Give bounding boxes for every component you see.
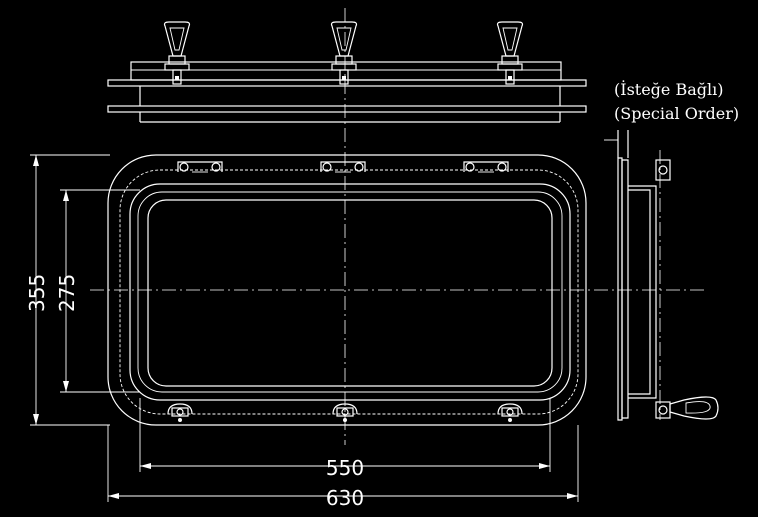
special-order-note-line1: (İsteğe Bağlı): [614, 79, 723, 99]
dimension-355: [30, 154, 110, 426]
side-view: [604, 130, 719, 421]
dimension-550: [139, 398, 551, 472]
top-handle-left: [163, 21, 191, 85]
hinge-bracket-center: [320, 161, 366, 173]
outer-frame: [107, 154, 587, 426]
top-handle-center: [330, 21, 358, 85]
dimension-355-label: 355: [25, 274, 49, 312]
glass-pane: [147, 199, 553, 387]
special-order-note-line2: (Special Order): [614, 104, 739, 123]
bottom-latch-right: [497, 403, 523, 422]
frame-dashed-outline: [119, 169, 579, 415]
dimension-630: [107, 425, 579, 502]
dimension-550-label: 550: [326, 456, 364, 480]
top-handle-right: [496, 21, 524, 85]
bottom-latch-center: [332, 403, 358, 422]
hinge-bracket-left: [177, 161, 223, 173]
glass-frame: [129, 183, 571, 401]
front-view: [107, 154, 587, 426]
dimension-630-label: 630: [326, 486, 364, 510]
bottom-latch-left: [167, 403, 193, 422]
dimension-275: [60, 189, 140, 393]
hinge-bracket-right: [463, 161, 509, 173]
side-handle: [669, 396, 719, 420]
top-view: [107, 21, 587, 123]
dimension-275-label: 275: [55, 274, 79, 312]
